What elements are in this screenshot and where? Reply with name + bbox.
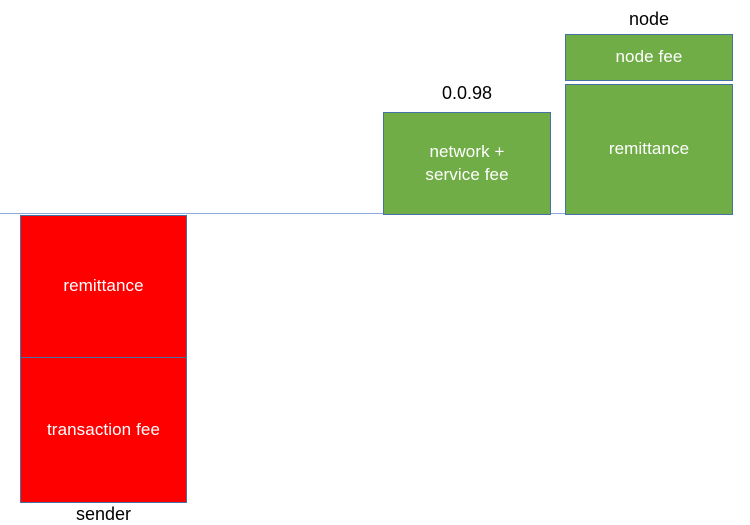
category-label-sender: sender	[75, 504, 132, 524]
bar-segment-sender-transaction-fee[interactable]: transaction fee	[20, 357, 187, 503]
category-label-node: node	[628, 9, 670, 29]
baseline-axis-line	[0, 213, 608, 214]
bar-segment-node-remittance[interactable]: remittance	[565, 84, 733, 215]
value-label-network-service-fee: 0.0.98	[441, 83, 493, 103]
bar-segment-sender-remittance[interactable]: remittance	[20, 215, 187, 358]
bar-segment-node-fee[interactable]: node fee	[565, 34, 733, 81]
bar-segment-network-service-fee[interactable]: network + service fee	[383, 112, 551, 215]
